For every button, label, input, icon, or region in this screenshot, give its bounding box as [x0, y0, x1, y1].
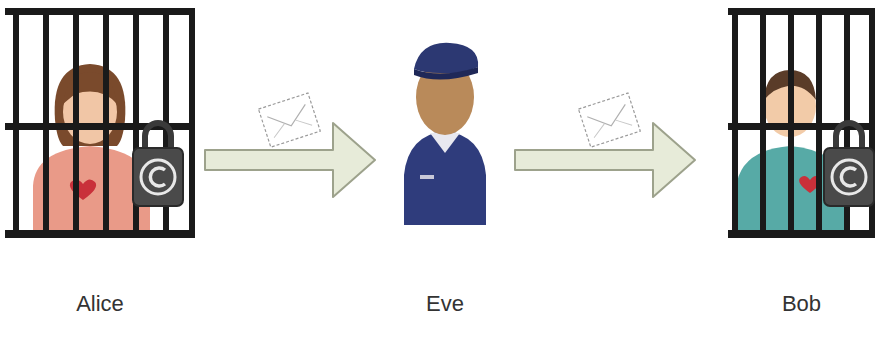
prisoner-figure	[33, 64, 150, 238]
guard-figure	[404, 43, 486, 225]
envelope-icon	[258, 93, 320, 147]
person-name: Bob	[782, 291, 821, 317]
figure-illustration	[728, 8, 875, 238]
figure-node: Alice	[5, 8, 205, 328]
figure-illustration	[400, 35, 490, 225]
figure-node: Bob	[695, 8, 876, 328]
person-name: Eve	[426, 291, 464, 317]
cell-bars	[5, 8, 195, 238]
person-name: Alice	[76, 291, 124, 317]
cell-bars	[728, 8, 875, 238]
figure-illustration	[5, 8, 195, 238]
padlock-icon	[824, 123, 874, 206]
padlock-icon	[133, 123, 183, 206]
figure-node: Eve	[375, 8, 515, 328]
envelope-icon	[578, 93, 640, 147]
